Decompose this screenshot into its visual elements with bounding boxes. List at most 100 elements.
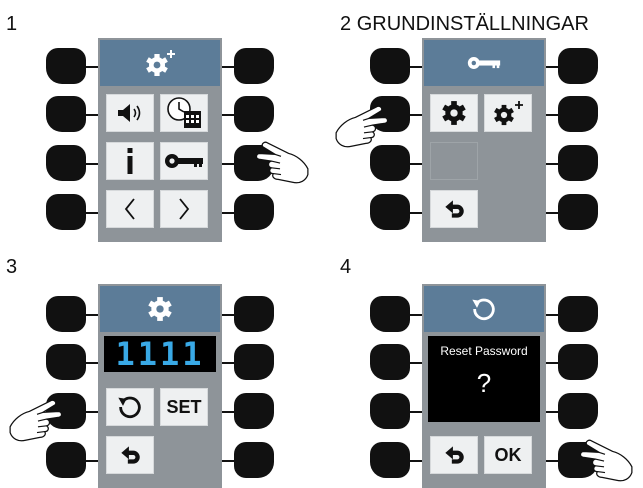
hardware-button-right-2[interactable] [558, 344, 598, 380]
step-number-3: 3 [6, 256, 18, 278]
hardware-button-right-1[interactable] [234, 48, 274, 84]
connector-line [86, 362, 98, 364]
password-code-display: 1111 [104, 335, 216, 373]
reset-password-dialog: Reset Password ? [428, 336, 540, 422]
connector-line [546, 411, 558, 413]
reset-icon [470, 298, 495, 321]
clock-tile[interactable] [160, 94, 208, 132]
chevron-right-icon [179, 198, 190, 220]
hardware-button-left-1[interactable] [370, 48, 410, 84]
connector-line [86, 163, 98, 165]
connector-line [222, 114, 234, 116]
step-number-1: 1 [6, 13, 18, 35]
connector-line [222, 362, 234, 364]
ok-button[interactable]: OK [484, 436, 532, 474]
clock-calendar-icon [167, 97, 201, 128]
key-icon [467, 57, 501, 69]
connector-line [86, 212, 98, 214]
settings-tile[interactable] [430, 94, 478, 132]
dialog-message: Reset Password [440, 344, 528, 358]
back-arrow-icon [121, 446, 140, 464]
connector-line [546, 163, 558, 165]
hardware-button-left-1[interactable] [370, 296, 410, 332]
step-number-4: 4 [340, 256, 352, 278]
reset-icon [116, 396, 141, 419]
screen-1 [98, 38, 222, 242]
back-tile[interactable] [106, 436, 154, 474]
hardware-button-left-4[interactable] [46, 442, 86, 478]
info-tile[interactable] [106, 142, 154, 180]
hand-pointer-icon [255, 141, 309, 184]
speaker-icon [118, 104, 141, 122]
hardware-button-right-2[interactable] [558, 96, 598, 132]
connector-line [222, 411, 234, 413]
gear-icon [148, 297, 172, 321]
key-icon [165, 154, 203, 168]
connector-line [86, 114, 98, 116]
hardware-button-left-3[interactable] [370, 393, 410, 429]
hardware-button-left-3[interactable] [370, 145, 410, 181]
step-number-2: 2 GRUNDINSTÄLLNINGAR [340, 14, 589, 34]
hardware-button-right-2[interactable] [234, 96, 274, 132]
connector-line [546, 114, 558, 116]
volume-tile[interactable] [106, 94, 154, 132]
connector-line [410, 362, 422, 364]
info-icon [127, 148, 133, 174]
hardware-button-right-1[interactable] [234, 296, 274, 332]
hardware-button-right-4[interactable] [558, 194, 598, 230]
previous-tile[interactable] [106, 190, 154, 228]
connector-line [410, 212, 422, 214]
back-tile[interactable] [430, 436, 478, 474]
hardware-button-left-4[interactable] [370, 194, 410, 230]
connector-line [222, 460, 234, 462]
back-arrow-icon [445, 200, 464, 218]
hardware-button-right-3[interactable] [234, 145, 274, 181]
connector-line [546, 66, 558, 68]
connector-line [410, 114, 422, 116]
connector-line [222, 163, 234, 165]
connector-line [86, 66, 98, 68]
step-title-2: GRUNDINSTÄLLNINGAR [356, 13, 589, 35]
screen-header [100, 40, 220, 86]
gear-icon [442, 101, 466, 125]
advanced-settings-tile[interactable] [484, 94, 532, 132]
gear-plus-icon [146, 50, 175, 76]
hardware-button-left-1[interactable] [46, 296, 86, 332]
hardware-button-left-2[interactable] [46, 96, 86, 132]
hardware-button-right-3[interactable] [234, 393, 274, 429]
back-tile[interactable] [430, 190, 478, 228]
screen-header [100, 286, 220, 332]
set-button[interactable]: SET [160, 388, 208, 426]
empty-tile [430, 142, 478, 180]
hardware-button-right-4[interactable] [234, 194, 274, 230]
hardware-button-right-4[interactable] [234, 442, 274, 478]
hardware-button-left-3[interactable] [46, 145, 86, 181]
hardware-button-right-1[interactable] [558, 296, 598, 332]
hardware-button-left-1[interactable] [46, 48, 86, 84]
dialog-question: ? [476, 368, 492, 398]
hardware-button-right-3[interactable] [558, 393, 598, 429]
back-arrow-icon [445, 446, 464, 464]
connector-line [410, 411, 422, 413]
hardware-button-right-2[interactable] [234, 344, 274, 380]
connector-line [222, 314, 234, 316]
screen-header [424, 286, 544, 332]
chevron-left-icon [124, 198, 135, 220]
reset-tile[interactable] [106, 388, 154, 426]
hardware-button-right-3[interactable] [558, 145, 598, 181]
hardware-button-left-4[interactable] [370, 442, 410, 478]
connector-line [86, 460, 98, 462]
next-tile[interactable] [160, 190, 208, 228]
connector-line [546, 362, 558, 364]
hand-pointer-icon [335, 105, 389, 148]
screen-header [424, 40, 544, 86]
hardware-button-right-1[interactable] [558, 48, 598, 84]
hardware-button-left-2[interactable] [370, 344, 410, 380]
connector-line [86, 411, 98, 413]
password-tile[interactable] [160, 142, 208, 180]
gear-plus-icon [494, 101, 523, 126]
hardware-button-left-3[interactable] [46, 393, 86, 429]
hardware-button-left-4[interactable] [46, 194, 86, 230]
hardware-button-left-2[interactable] [46, 344, 86, 380]
connector-line [86, 314, 98, 316]
